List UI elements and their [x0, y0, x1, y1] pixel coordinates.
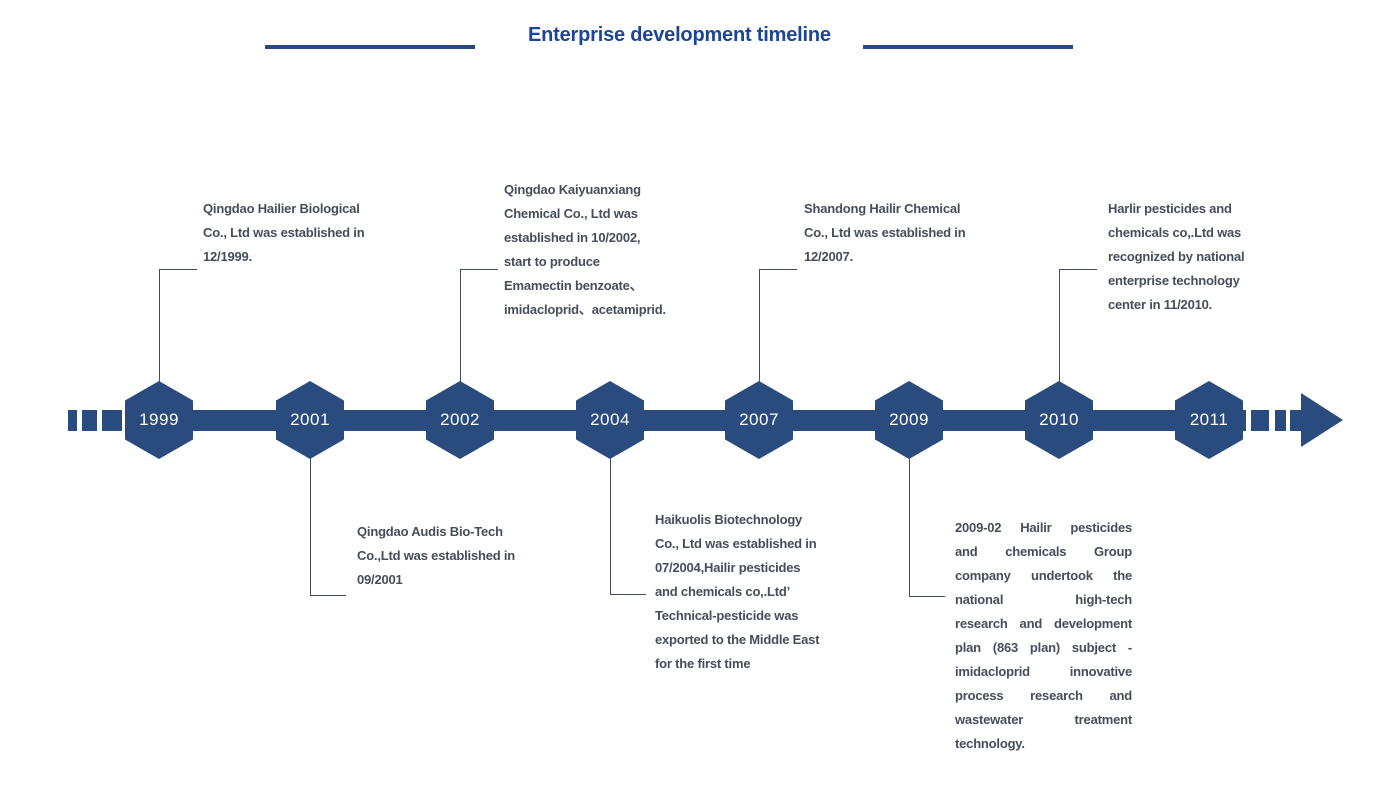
- event-text-line: Qingdao Kaiyuanxiang: [504, 182, 641, 197]
- event-text-line: Co., Ltd was established in: [203, 225, 365, 240]
- connector-line: [310, 595, 346, 596]
- event-text-line: wastewater treatment: [955, 712, 1132, 727]
- event-text-line: technology.: [955, 736, 1025, 751]
- year-label: 2004: [590, 410, 630, 429]
- year-label: 2007: [739, 410, 779, 429]
- year-label: 2010: [1039, 410, 1079, 429]
- year-node-2009: 2009: [875, 381, 943, 459]
- year-label: 1999: [139, 410, 179, 429]
- event-text-line: 07/2004,Hailir pesticides: [655, 560, 801, 575]
- connector-line: [759, 269, 797, 270]
- event-text-line: Co.,Ltd was established in: [357, 548, 516, 563]
- connector-line: [1059, 269, 1097, 270]
- event-text-line: recognized by national: [1108, 249, 1245, 264]
- event-text-line: for the first time: [655, 656, 751, 671]
- event-text-line: Co., Ltd was established in: [655, 536, 817, 551]
- event-text-line: imidacloprid、acetamiprid.: [504, 302, 666, 317]
- year-node-2001: 2001: [276, 381, 344, 459]
- event-2001-description: Qingdao Audis Bio-Tech Co.,Ltd was estab…: [357, 520, 515, 592]
- event-2007-description: Shandong Hailir Chemical Co., Ltd was es…: [804, 197, 966, 269]
- connector-line: [159, 269, 160, 382]
- event-text-line: Co., Ltd was established in: [804, 225, 966, 240]
- event-text-line: Shandong Hailir Chemical: [804, 201, 961, 216]
- connector-line: [460, 269, 498, 270]
- connector-line: [159, 269, 197, 270]
- event-text-line: imidacloprid innovative: [955, 664, 1132, 679]
- event-text-line: established in 10/2002,: [504, 230, 641, 245]
- event-text-line: research and development: [955, 616, 1132, 631]
- event-text-line: and chemicals co,.Ltd’: [655, 584, 791, 599]
- timeline-dash: [68, 410, 77, 431]
- event-2009-description: 2009-02 Hailir pesticides and chemicals …: [955, 516, 1132, 756]
- timeline-dash: [102, 410, 122, 431]
- year-node-2010: 2010: [1025, 381, 1093, 459]
- event-1999-description: Qingdao Hailier Biological Co., Ltd was …: [203, 197, 365, 269]
- year-node-1999: 1999: [125, 381, 193, 459]
- connector-line: [310, 458, 311, 595]
- event-text-line: Haikuolis Biotechnology: [655, 512, 803, 527]
- connector-line: [1059, 269, 1060, 382]
- year-node-2007: 2007: [725, 381, 793, 459]
- connector-line: [909, 596, 945, 597]
- event-2010-description: Harlir pesticides and chemicals co,.Ltd …: [1108, 197, 1245, 317]
- event-text-line: 09/2001: [357, 572, 403, 587]
- year-node-2002: 2002: [426, 381, 494, 459]
- event-text-line: 2009-02 Hailir pesticides: [955, 520, 1132, 535]
- event-text-line: Chemical Co., Ltd was: [504, 206, 638, 221]
- connector-line: [460, 269, 461, 382]
- connector-line: [610, 594, 646, 595]
- event-text-line: Technical-pesticide was: [655, 608, 799, 623]
- event-text-line: plan (863 plan) subject -: [955, 640, 1132, 655]
- timeline-dash: [1251, 410, 1269, 431]
- event-text-line: chemicals co,.Ltd was: [1108, 225, 1242, 240]
- title-rule-right: [863, 45, 1073, 49]
- event-text-line: start to produce: [504, 254, 600, 269]
- timeline-dash: [82, 410, 97, 431]
- event-text-line: 12/1999.: [203, 249, 253, 264]
- arrow-right-icon: [1301, 393, 1343, 447]
- event-text-line: process research and: [955, 688, 1132, 703]
- year-label: 2009: [889, 410, 929, 429]
- timeline-dash: [1290, 410, 1301, 431]
- year-label: 2002: [440, 410, 480, 429]
- event-text-line: national high-tech: [955, 592, 1132, 607]
- event-text-line: Qingdao Audis Bio-Tech: [357, 524, 503, 539]
- event-text-line: center in 11/2010.: [1108, 297, 1213, 312]
- year-node-2011: 2011: [1175, 381, 1243, 459]
- event-text-line: company undertook the: [955, 568, 1132, 583]
- timeline-dash: [1275, 410, 1286, 431]
- event-text-line: enterprise technology: [1108, 273, 1240, 288]
- year-label: 2001: [290, 410, 330, 429]
- event-text-line: exported to the Middle East: [655, 632, 820, 647]
- year-label: 2011: [1189, 410, 1229, 429]
- event-2002-description: Qingdao Kaiyuanxiang Chemical Co., Ltd w…: [504, 178, 666, 322]
- connector-line: [909, 458, 910, 596]
- event-2004-description: Haikuolis Biotechnology Co., Ltd was est…: [655, 508, 820, 676]
- timeline-bar: [126, 410, 1246, 431]
- page-title: Enterprise development timeline: [528, 24, 831, 46]
- event-text-line: Emamectin benzoate、: [504, 278, 643, 293]
- year-node-2004: 2004: [576, 381, 644, 459]
- event-text-line: Harlir pesticides and: [1108, 201, 1232, 216]
- connector-line: [759, 269, 760, 382]
- title-rule-left: [265, 45, 475, 49]
- connector-line: [610, 458, 611, 594]
- event-text-line: 12/2007.: [804, 249, 854, 264]
- event-text-line: and chemicals Group: [955, 544, 1132, 559]
- event-text-line: Qingdao Hailier Biological: [203, 201, 360, 216]
